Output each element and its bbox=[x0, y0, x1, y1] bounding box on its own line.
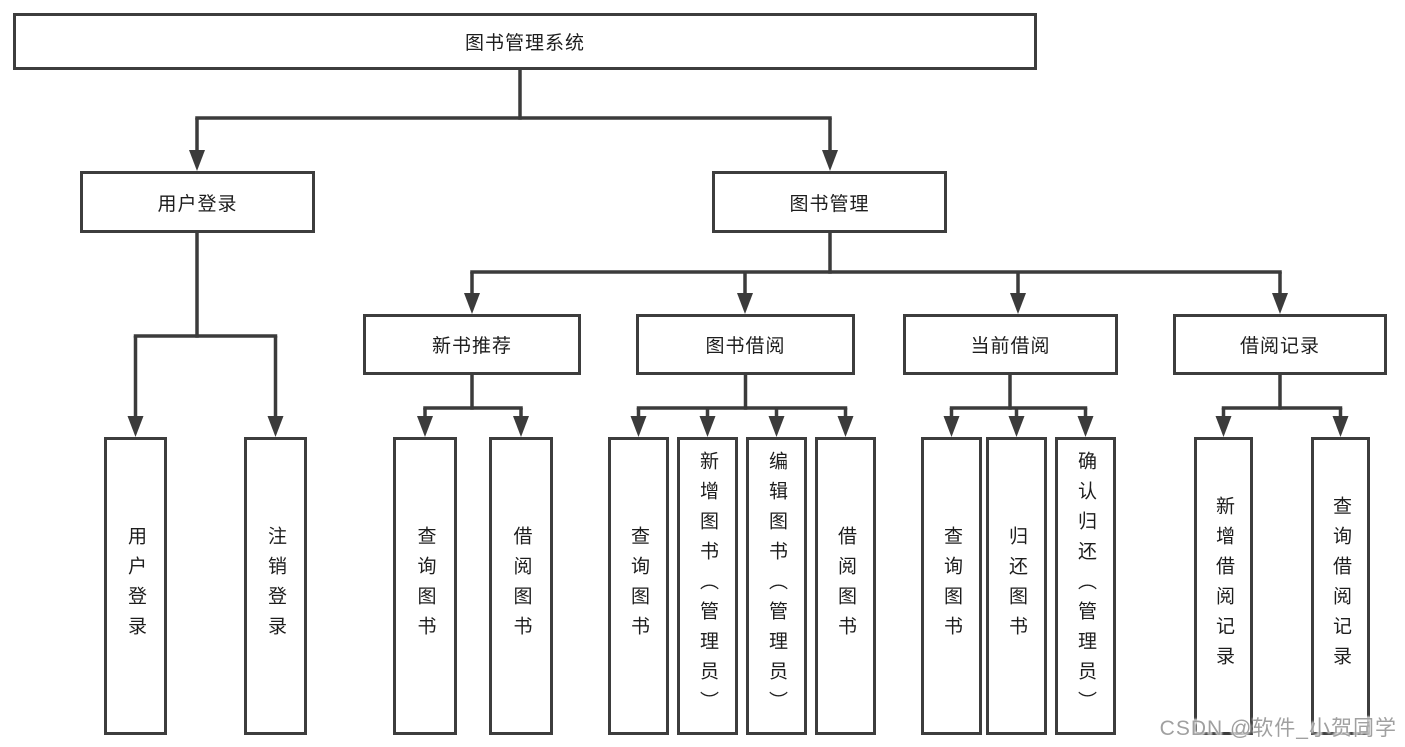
node-user-login: 用户登录 bbox=[104, 437, 167, 735]
watermark: CSDN @软件_小贺同学 bbox=[1159, 717, 1397, 740]
node-logout: 注销登录 bbox=[244, 437, 307, 735]
node-records: 借阅记录 bbox=[1173, 314, 1387, 375]
node-nb-query: 查询图书 bbox=[393, 437, 457, 735]
node-c-return: 归还图书 bbox=[986, 437, 1047, 735]
node-bookmgmt: 图书管理 bbox=[712, 171, 947, 233]
node-login: 用户登录 bbox=[80, 171, 315, 233]
node-b-edit: 编辑图书（管理员） bbox=[746, 437, 807, 735]
node-b-borrow: 借阅图书 bbox=[815, 437, 876, 735]
node-c-confirm: 确认归还（管理员） bbox=[1055, 437, 1116, 735]
node-r-add: 新增借阅记录 bbox=[1194, 437, 1253, 735]
node-borrow: 图书借阅 bbox=[636, 314, 855, 375]
node-c-query: 查询图书 bbox=[921, 437, 982, 735]
node-current: 当前借阅 bbox=[903, 314, 1118, 375]
node-r-query: 查询借阅记录 bbox=[1311, 437, 1370, 735]
node-newbook: 新书推荐 bbox=[363, 314, 581, 375]
node-b-query: 查询图书 bbox=[608, 437, 669, 735]
node-b-add: 新增图书（管理员） bbox=[677, 437, 738, 735]
node-root: 图书管理系统 bbox=[13, 13, 1037, 70]
node-nb-borrow: 借阅图书 bbox=[489, 437, 553, 735]
